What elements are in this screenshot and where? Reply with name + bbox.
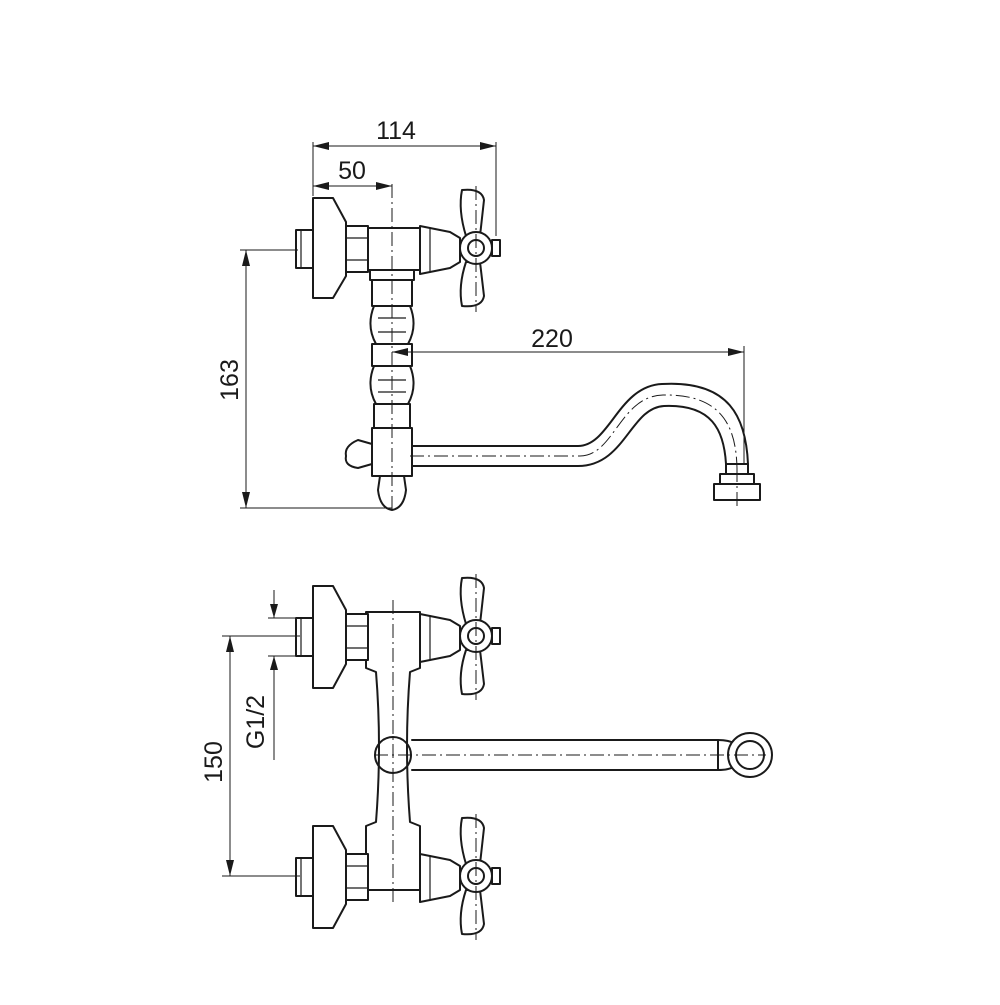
- dimension-spout-reach: 220: [531, 325, 573, 353]
- dimension-thread: G1/2: [242, 695, 270, 749]
- dimension-height-side: 163: [216, 359, 244, 401]
- dimension-width-total: 114: [376, 117, 416, 145]
- side-view: [240, 142, 761, 512]
- dimension-center-distance: 150: [200, 741, 228, 783]
- dimension-width-axis: 50: [338, 157, 366, 185]
- front-view: [222, 574, 773, 940]
